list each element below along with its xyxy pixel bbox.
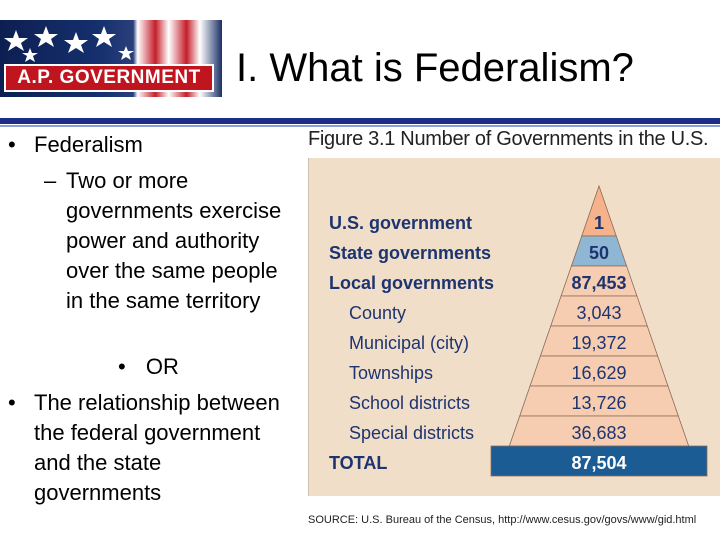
- row-label: School districts: [349, 393, 470, 413]
- sub-bullet-text: Two or more governments exercise power a…: [66, 168, 282, 313]
- row-label: TOTAL: [329, 453, 387, 473]
- row-value: 87,504: [571, 453, 626, 473]
- title-divider: [0, 118, 720, 124]
- or-text: OR: [145, 354, 179, 379]
- row-value: 50: [589, 243, 609, 263]
- row-label: Local governments: [329, 273, 494, 293]
- pyramid-band: [490, 445, 708, 477]
- bullet-icon: •: [8, 390, 16, 415]
- figure-3-1: Figure 3.1 Number of Governments in the …: [300, 124, 720, 540]
- row-label: U.S. government: [329, 213, 472, 233]
- row-value: 13,726: [571, 393, 626, 413]
- banner-label: A.P. GOVERNMENT: [4, 64, 214, 92]
- bullet-text: The relationship between the federal gov…: [34, 390, 280, 505]
- row-value: 1: [594, 213, 604, 233]
- figure-title: Figure 3.1 Number of Governments in the …: [308, 128, 709, 150]
- row-value: 16,629: [571, 363, 626, 383]
- row-value: 36,683: [571, 423, 626, 443]
- row-label: County: [349, 303, 406, 323]
- dash-icon: –: [44, 168, 57, 193]
- sub-sub-bullet-or: • OR: [118, 352, 179, 382]
- row-value: 3,043: [576, 303, 621, 323]
- bullet-text: Federalism: [34, 132, 143, 157]
- row-label: State governments: [329, 243, 491, 263]
- row-value: 87,453: [571, 273, 626, 293]
- ap-government-banner: A.P. GOVERNMENT: [0, 20, 222, 97]
- row-label: Municipal (city): [349, 333, 469, 353]
- figure-source: SOURCE: U.S. Bureau of the Census, http:…: [308, 514, 697, 526]
- bullet-icon: •: [118, 354, 126, 379]
- row-label: Special districts: [349, 423, 474, 443]
- bullet-icon: •: [8, 132, 16, 157]
- row-label: Townships: [349, 363, 433, 383]
- slide-title: I. What is Federalism?: [236, 46, 634, 90]
- stars-icon: [4, 26, 134, 62]
- row-value: 19,372: [571, 333, 626, 353]
- title-divider-light: [0, 125, 720, 127]
